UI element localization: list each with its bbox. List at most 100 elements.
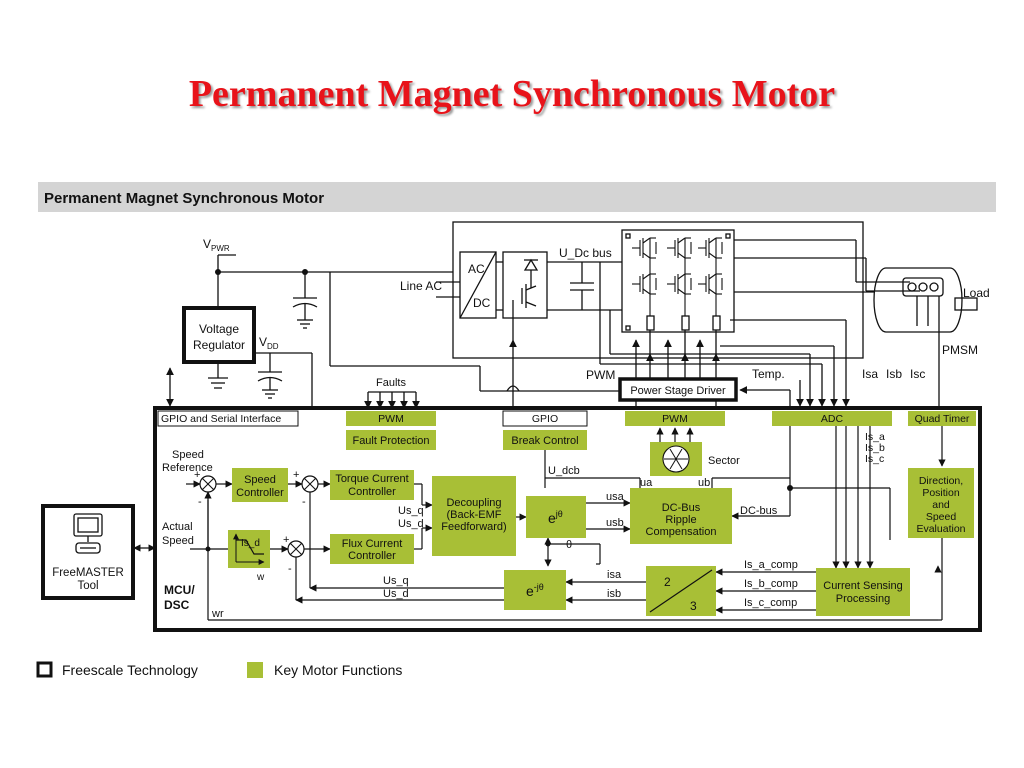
svg-text:-: - (302, 496, 306, 508)
faults-label: Faults (376, 377, 406, 389)
adc-label: ADC (821, 413, 844, 425)
direction-line-5: Evaluation (916, 523, 965, 535)
speed-reference-line-1: Speed (172, 449, 204, 461)
us-d-label: Us_d (398, 518, 424, 530)
flux-controller-block (330, 534, 414, 564)
slide-title: Permanent Magnet Synchronous Motor (188, 73, 836, 115)
is-d-label: Is_d (241, 538, 260, 549)
is-b-label: Is_b (865, 442, 885, 454)
regulator-line-2: Regulator (193, 338, 245, 352)
direction-line-1: Direction, (919, 475, 963, 487)
svg-text:+: + (293, 469, 299, 481)
direction-line-3: and (932, 499, 950, 511)
adc-block (772, 411, 892, 426)
emj-label: e-jθ (526, 582, 544, 599)
legend-key-label: Key Motor Functions (274, 662, 402, 678)
mcu-label-line-2: DSC (164, 598, 190, 612)
pwm-top-block (346, 411, 436, 426)
speed-reference-line-2: Reference (162, 462, 213, 474)
power-stage-driver-label: Power Stage Driver (630, 385, 726, 397)
park-block (504, 570, 566, 610)
ej-label: ejθ (548, 509, 563, 526)
pwm-right-label: PWM (662, 413, 688, 425)
torque-controller-line-1: Torque Current (335, 473, 408, 485)
regulator-line-1: Voltage (199, 322, 239, 336)
speed-controller-line-1: Speed (244, 474, 276, 486)
direction-line-4: Speed (926, 511, 957, 523)
wr-label: wr (211, 608, 224, 620)
fault-protection-label: Fault Protection (352, 435, 429, 447)
dcbus-line-3: Compensation (646, 526, 717, 538)
pwm-right-block (625, 411, 725, 426)
dcbus-line-2: Ripple (665, 514, 696, 526)
inverter-bridge (632, 237, 723, 316)
is-a-label: Is_a (865, 431, 885, 443)
freemaster-tool-block (41, 504, 135, 600)
isa-small-label: isa (607, 569, 622, 581)
load-label: Load (963, 286, 990, 300)
decoupling-line-1: Decoupling (446, 497, 501, 509)
break-control-label: Break Control (511, 435, 578, 447)
usb-label: usb (606, 517, 624, 529)
mcu-label-line-1: MCU/ (164, 583, 195, 597)
dcbus-line-1: DC-Bus (662, 502, 701, 514)
legend-freescale-label: Freescale Technology (62, 662, 198, 678)
decoupling-block (432, 476, 516, 556)
break-control-block (503, 430, 587, 450)
svg-text:+: + (283, 534, 289, 546)
usa-label: usa (606, 491, 625, 503)
current-sensing-line-2: Processing (836, 593, 890, 605)
us-q-label: Us_q (398, 505, 424, 517)
pwm-top-label: PWM (378, 413, 404, 425)
flux-controller-line-1: Flux Current (342, 538, 403, 550)
flux-controller-line-2: Controller (348, 550, 396, 562)
is-c-comp-label: Is_c_comp (744, 597, 797, 609)
current-sensing-line-1: Current Sensing (823, 580, 903, 592)
isb-small-label: isb (607, 588, 621, 600)
quad-timer-label: Quad Timer (915, 413, 970, 425)
figure-header-bar (38, 182, 996, 212)
w-label: w (256, 572, 265, 583)
gpio-label: GPIO (532, 413, 558, 425)
vpwr-label: VPWR (203, 237, 230, 253)
isb-label: Isb (886, 367, 902, 381)
udc-bus-label: U_Dc bus (559, 246, 612, 260)
speed-controller-line-2: Controller (236, 487, 284, 499)
quad-timer-block (908, 411, 976, 426)
ua-label: ua (640, 477, 653, 489)
torque-controller-block (330, 470, 414, 500)
dc-bus-label: DC-bus (740, 505, 778, 517)
computer-icon (73, 513, 103, 554)
vdd-label: VDD (259, 335, 279, 351)
freemaster-line-2: Tool (77, 580, 98, 592)
decoupling-line-2: (Back-EMF (447, 509, 502, 521)
gpio-serial-label: GPIO and Serial Interface (161, 413, 281, 425)
u-dcb-label: U_dcb (548, 465, 580, 477)
legend-key-swatch (247, 662, 263, 678)
fault-protection-block (346, 430, 436, 450)
park-inverse-block (526, 496, 586, 538)
temp-label: Temp. (752, 367, 785, 381)
is-c-label: Is_c (865, 453, 884, 465)
three-label: 3 (690, 599, 697, 613)
dc-label: DC (473, 296, 491, 310)
gpio-serial-block (157, 410, 299, 427)
freemaster-line-1: FreeMASTER (52, 567, 124, 579)
decoupling-line-3: Feedforward) (441, 521, 506, 533)
torque-controller-line-2: Controller (348, 486, 396, 498)
actual-speed-line-2: Speed (162, 535, 194, 547)
direction-evaluation-block (908, 468, 974, 538)
ac-label: AC (468, 262, 485, 276)
ub-label: ub (698, 477, 710, 489)
svg-text:+: + (194, 469, 200, 481)
svg-text:-: - (288, 563, 292, 575)
direction-line-2: Position (922, 487, 960, 499)
isa-label: Isa (862, 367, 878, 381)
sector-label: Sector (708, 455, 740, 467)
power-stage-driver-block (618, 377, 738, 402)
two-label: 2 (664, 575, 671, 589)
us-d2-label: Us_d (383, 588, 409, 600)
isc-label: Isc (910, 367, 925, 381)
dc-bus-ripple-block (630, 488, 732, 544)
